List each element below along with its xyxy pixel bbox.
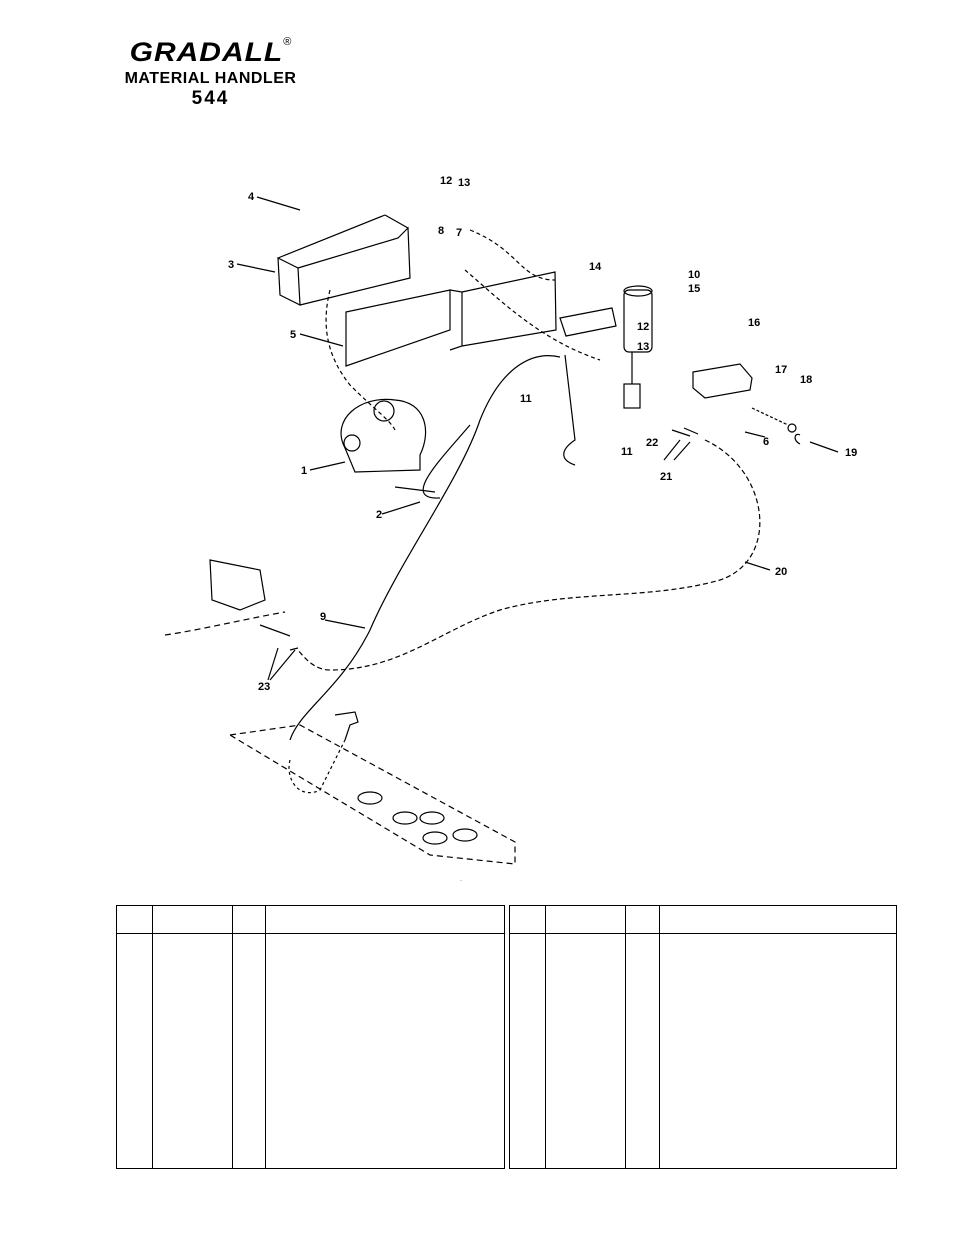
callout-12-top: 12 <box>440 175 452 187</box>
callout-3: 3 <box>228 259 234 271</box>
column-header <box>509 905 546 934</box>
callout-8: 8 <box>438 225 444 237</box>
floor-plate <box>228 724 516 865</box>
callout-10: 10 <box>688 269 700 281</box>
callout-19: 19 <box>845 447 857 459</box>
table-body-row <box>116 933 505 1169</box>
callout-11: 11 <box>621 446 633 458</box>
callout-12: 12 <box>637 321 649 333</box>
callout-labels: 4 3 5 1 2 9 23 12 13 8 7 14 10 15 12 13 … <box>228 175 857 693</box>
column-header <box>545 905 626 934</box>
callout-21: 21 <box>660 471 672 483</box>
clamp <box>692 363 753 399</box>
callout-5: 5 <box>290 329 296 341</box>
table-header-row <box>116 905 505 934</box>
column-header <box>232 905 266 934</box>
column-header <box>116 905 153 934</box>
parts-table-left <box>116 905 505 1169</box>
brand-logo: GRADALL® <box>108 36 313 70</box>
callout-14: 14 <box>589 261 602 273</box>
column-header <box>265 905 505 934</box>
callout-16: 16 <box>748 317 760 329</box>
callout-15: 15 <box>688 283 700 295</box>
dot-mark: · <box>460 878 462 884</box>
parts-table-right <box>509 905 897 1169</box>
mounting-plate <box>345 289 451 367</box>
valve-body <box>623 383 641 409</box>
brand-subtitle: MATERIAL HANDLER <box>124 70 297 87</box>
callout-4: 4 <box>248 191 255 203</box>
callout-13: 13 <box>637 341 649 353</box>
callout-13-top: 13 <box>458 177 470 189</box>
table-header-row <box>509 905 897 934</box>
model-number: 544 <box>191 88 230 109</box>
callout-22: 22 <box>646 437 658 449</box>
callout-20: 20 <box>775 566 787 578</box>
column-header <box>152 905 233 934</box>
callout-6: 6 <box>763 436 769 448</box>
guard-cover <box>277 257 301 306</box>
brand-name: GRADALL <box>129 37 284 68</box>
registered-mark: ® <box>283 36 292 48</box>
table-body-row <box>509 933 897 1169</box>
callout-11-top: 11 <box>520 393 532 405</box>
callout-7: 7 <box>456 227 462 239</box>
bracket <box>559 307 617 337</box>
reservoir-bottle <box>623 289 653 353</box>
brand-header: GRADALL® MATERIAL HANDLER 544 <box>108 36 313 110</box>
callout-18: 18 <box>800 374 812 386</box>
callout-1: 1 <box>301 465 307 477</box>
callout-23: 23 <box>258 681 270 693</box>
pump <box>340 398 427 473</box>
callout-17: 17 <box>775 364 787 376</box>
column-header <box>625 905 660 934</box>
column-header <box>659 905 897 934</box>
callout-9: 9 <box>320 611 326 623</box>
callout-2: 2 <box>376 509 382 521</box>
